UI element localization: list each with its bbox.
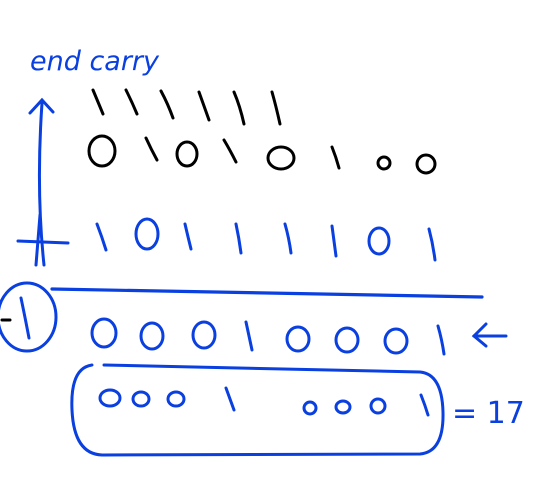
row1-bit-7 xyxy=(415,153,437,175)
row-2 xyxy=(95,217,437,262)
row2-bit-2 xyxy=(183,222,193,251)
end-carry-circle xyxy=(0,281,58,353)
row2-bit-7 xyxy=(427,227,437,262)
result-bit-7 xyxy=(419,393,430,417)
carry-bit xyxy=(124,88,139,116)
row2-bit-4 xyxy=(283,222,293,255)
carry-bit xyxy=(91,88,105,116)
row1-bit-2 xyxy=(175,140,199,168)
result-value: = 17 xyxy=(452,396,525,431)
row-1 xyxy=(87,134,437,175)
sum-bit-0 xyxy=(90,317,118,349)
carry-arrow-shaft xyxy=(37,101,46,267)
pointer-arrow-head xyxy=(471,322,488,348)
plus-sign-horizontal xyxy=(16,239,70,245)
sum-bit-1 xyxy=(139,321,165,351)
sum-bit-6 xyxy=(383,327,409,355)
sum-bit-3 xyxy=(244,320,254,352)
end-carry-label: end carry xyxy=(30,46,160,77)
row2-bit-0 xyxy=(95,222,108,252)
row1-bit-4 xyxy=(266,145,296,171)
carry-bit xyxy=(270,90,282,126)
end-carry-bit xyxy=(0,281,58,353)
result-row xyxy=(98,386,430,417)
sum-bit-4 xyxy=(285,325,311,353)
sum-bit-2 xyxy=(191,320,217,350)
carry-bit xyxy=(232,90,246,126)
end-carry-bit-label: 1 xyxy=(0,0,10,4)
result-bit-6 xyxy=(369,397,387,415)
row2-bit-3 xyxy=(234,222,243,255)
sum-bit-5 xyxy=(334,326,360,354)
sum-line xyxy=(50,287,484,299)
row1-bit-3 xyxy=(222,138,238,164)
result-box-border xyxy=(70,363,445,457)
result-bit-4 xyxy=(302,400,318,416)
sum-bit-7 xyxy=(436,324,446,356)
carry-arrow xyxy=(16,97,70,267)
sum-row xyxy=(90,317,446,356)
row1-bit-6 xyxy=(376,155,392,171)
pointer-arrow xyxy=(471,322,508,348)
plus-sign-vertical xyxy=(34,213,42,267)
result-box xyxy=(70,363,445,457)
carry-arrow-head xyxy=(28,97,55,115)
result-value-text: = 17 xyxy=(452,396,525,431)
row1-bit-0 xyxy=(87,134,117,168)
result-bit-3 xyxy=(224,386,236,412)
end-carry-one xyxy=(19,296,31,340)
carry-row xyxy=(91,88,282,126)
carry-bit xyxy=(197,90,211,122)
row2-bit-1 xyxy=(134,217,160,251)
carry-bit xyxy=(159,89,175,120)
row1-bit-5 xyxy=(330,145,341,170)
end-carry-text: end carry xyxy=(30,46,160,77)
result-bit-5 xyxy=(334,399,352,415)
row2-bit-6 xyxy=(367,226,391,256)
result-bit-2 xyxy=(166,390,186,408)
row2-bit-5 xyxy=(330,224,338,258)
result-bit-1 xyxy=(131,390,151,408)
result-bit-0 xyxy=(98,388,122,408)
row1-bit-1 xyxy=(144,136,159,162)
